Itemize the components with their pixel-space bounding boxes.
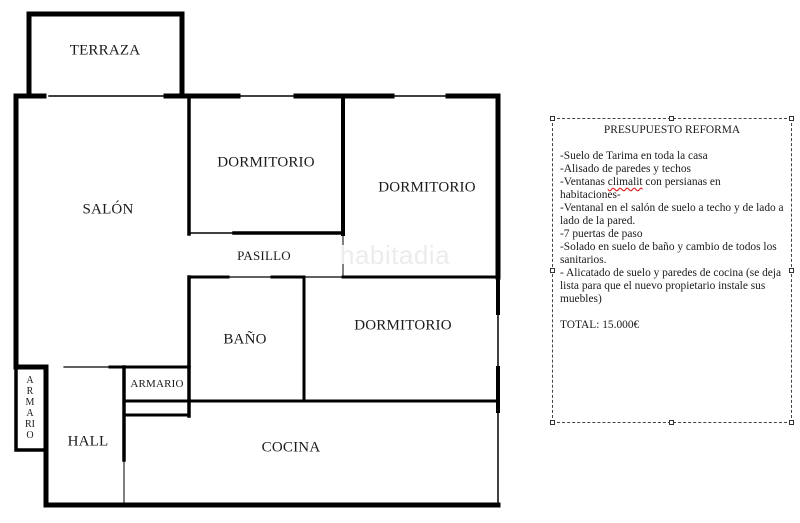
budget-line: -Ventanal en el salón de suelo a techo y… xyxy=(560,202,784,227)
budget-line: -Solado en suelo de baño y cambio de tod… xyxy=(560,241,777,266)
resize-handle-top-left[interactable] xyxy=(550,116,555,121)
watermark: habitadia xyxy=(340,240,451,270)
room-label-armario-vertical: A R M A RI O xyxy=(23,375,37,441)
budget-total: TOTAL: 15.000€ xyxy=(560,319,640,331)
resize-handle-bottom[interactable] xyxy=(669,420,674,425)
resize-handle-top[interactable] xyxy=(669,116,674,121)
budget-line: -Ventanas climalit con persianas en habi… xyxy=(560,176,784,202)
room-label-dormitorio-2: DORMITORIO xyxy=(378,179,476,196)
resize-handle-bottom-right[interactable] xyxy=(789,420,794,425)
resize-handle-top-right[interactable] xyxy=(789,116,794,121)
room-label-dormitorio-3: DORMITORIO xyxy=(354,317,452,334)
room-label-cocina: COCINA xyxy=(261,439,321,456)
room-label-pasillo: PASILLO xyxy=(237,248,291,263)
resize-handle-bottom-left[interactable] xyxy=(550,420,555,425)
misspelled-word: climalit xyxy=(607,176,643,188)
budget-line-part: con persianas en habitaciones- xyxy=(560,176,721,201)
letter: A xyxy=(26,408,34,419)
budget-line: -7 puertas de paso xyxy=(560,228,643,240)
budget-line: -Suelo de Tarima en toda la casa xyxy=(560,150,708,162)
budget-text-box[interactable]: PRESUPUESTO REFORMA -Suelo de Tarima en … xyxy=(552,118,792,423)
letter: R xyxy=(26,386,34,397)
letter: M xyxy=(25,397,35,408)
budget-line-part: -Ventanas xyxy=(560,176,608,188)
budget-title: PRESUPUESTO REFORMA xyxy=(603,124,741,136)
room-label-armario: ARMARIO xyxy=(130,378,184,390)
room-label-dormitorio-1: DORMITORIO xyxy=(217,154,315,171)
letter: O xyxy=(26,430,34,441)
resize-handle-left[interactable] xyxy=(550,268,555,273)
budget-line: - Alicatado de suelo y paredes de cocina… xyxy=(560,267,782,305)
resize-handle-right[interactable] xyxy=(789,268,794,273)
letter: RI xyxy=(25,419,35,430)
room-label-terraza: TERRAZA xyxy=(69,42,141,59)
room-label-salon: SALÓN xyxy=(82,201,134,218)
letter: A xyxy=(26,375,34,386)
room-label-hall: HALL xyxy=(67,433,109,450)
budget-line: -Alisado de paredes y techos xyxy=(560,163,691,175)
room-label-bano: BAÑO xyxy=(223,331,267,348)
